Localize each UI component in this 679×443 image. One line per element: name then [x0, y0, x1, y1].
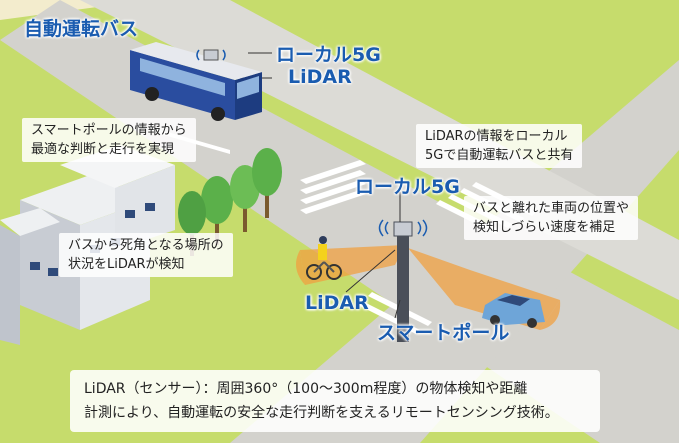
- callout-line: バスから死角となる場所の: [68, 238, 224, 253]
- trees: [178, 148, 282, 256]
- bus-lidar-label: LiDAR: [288, 66, 352, 88]
- callout-smartpole-info: スマートポールの情報から 最適な判断と走行を実現: [22, 118, 196, 162]
- callout-line: 5Gで自動運転バスと共有: [425, 148, 574, 163]
- description-line: LiDAR（センサー）：周囲360°（100〜300m程度）の物体検知や距離: [84, 381, 528, 397]
- pole-5g-label: ローカル5G: [355, 176, 460, 198]
- pole-lidar-label: LiDAR: [305, 292, 369, 314]
- callout-line: 検知しづらい速度を補足: [473, 220, 616, 235]
- blue-car: [482, 293, 545, 328]
- crosswalk-stripe: [300, 180, 366, 204]
- crosswalk-stripe: [300, 170, 366, 194]
- callout-supplement: バスと離れた車両の位置や 検知しづらい速度を補足: [464, 196, 639, 240]
- callout-line: 状況をLiDARが検知: [68, 257, 185, 272]
- crosswalk-stripe: [300, 160, 366, 184]
- bus-title: 自動運転バス: [24, 18, 139, 40]
- callout-line: 最適な判断と走行を実現: [31, 142, 175, 157]
- smart-pole: [378, 219, 428, 342]
- callout-blindspot: バスから死角となる場所の 状況をLiDARが検知: [59, 233, 233, 277]
- cyclist: [306, 236, 342, 280]
- callout-line: バスと離れた車両の位置や: [473, 201, 630, 216]
- callout-lidar-share: LiDARの情報をローカル 5Gで自動運転バスと共有: [416, 124, 583, 168]
- description-line: 計測により、自動運転の安全な走行判断を支えるリモートセンシング技術。: [84, 405, 559, 421]
- callout-line: スマートポールの情報から: [31, 123, 187, 138]
- callout-line: LiDARの情報をローカル: [425, 129, 568, 144]
- smart-pole-label: スマートポール: [377, 322, 510, 344]
- lidar-description: LiDAR（センサー）：周囲360°（100〜300m程度）の物体検知や距離 計…: [70, 370, 600, 432]
- crosswalk-stripe: [300, 190, 366, 214]
- bus-5g-label: ローカル5G: [276, 44, 381, 66]
- autonomous-bus: [130, 42, 262, 154]
